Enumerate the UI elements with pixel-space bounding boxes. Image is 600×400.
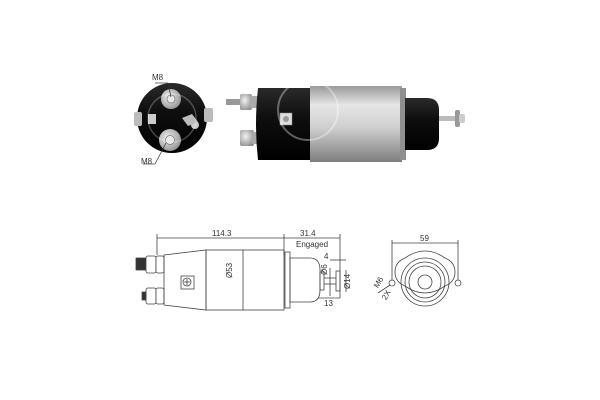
plunger-head-label: Ø14 <box>343 273 352 289</box>
diameter-dimension-label: Ø53 <box>225 262 234 278</box>
front-view-photo <box>134 82 213 165</box>
front-bottom-terminal-label: M8 <box>141 157 153 166</box>
length-dimension-label: 114.3 <box>212 229 232 238</box>
end-view-drawing <box>377 240 462 307</box>
side-view-photo <box>226 79 465 162</box>
plunger-shaft-label: Ø6 <box>320 264 329 275</box>
stroke-dimension-label: 31.4 <box>300 229 316 238</box>
plunger-length-label: 13 <box>324 299 333 308</box>
stroke-note-label: Engaged <box>296 240 329 249</box>
side-view-drawing <box>135 234 347 311</box>
plunger-gap-label: 4 <box>324 252 329 261</box>
end-width-label: 59 <box>420 234 429 243</box>
front-top-terminal-label: M8 <box>152 73 164 82</box>
